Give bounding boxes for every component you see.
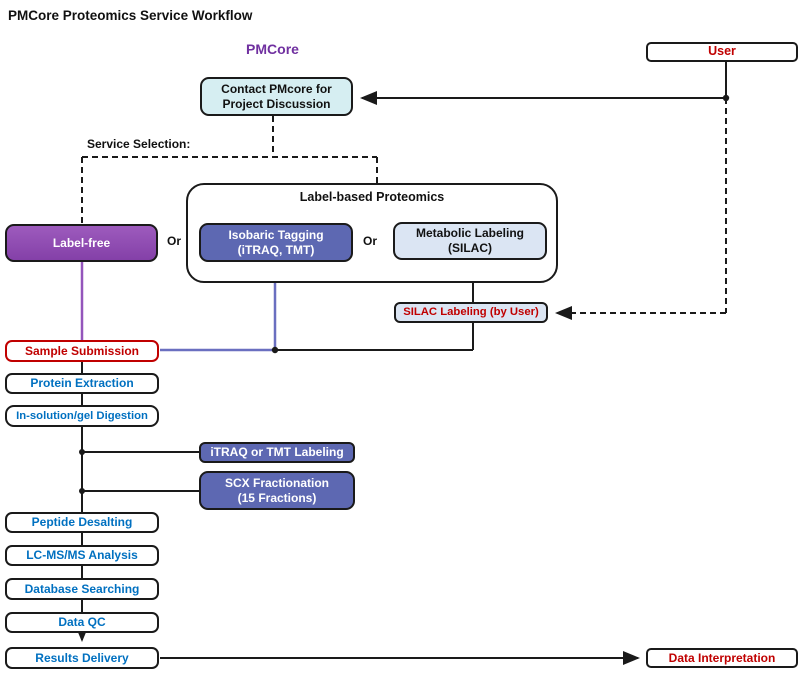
node-data-interpretation-label: Data Interpretation xyxy=(668,650,776,665)
node-metabolic-labeling: Metabolic Labeling (SILAC) xyxy=(393,222,547,260)
node-lcms-analysis: LC-MS/MS Analysis xyxy=(5,545,159,566)
node-results-delivery-label: Results Delivery xyxy=(35,650,129,665)
node-data-qc-label: Data QC xyxy=(58,615,106,629)
node-user: User xyxy=(646,42,798,62)
node-silac-labeling-user: SILAC Labeling (by User) xyxy=(394,302,548,323)
node-database-searching: Database Searching xyxy=(5,578,159,600)
node-database-searching-label: Database Searching xyxy=(24,581,140,596)
junction-scx xyxy=(79,488,85,494)
node-label-free-label: Label-free xyxy=(52,235,111,250)
node-isobaric-tagging-label: Isobaric Tagging (iTRAQ, TMT) xyxy=(228,227,324,257)
node-lcms-analysis-label: LC-MS/MS Analysis xyxy=(26,548,138,562)
node-scx-fractionation-label: SCX Fractionation (15 Fractions) xyxy=(224,475,329,505)
junction-user xyxy=(722,94,730,102)
node-user-label: User xyxy=(708,44,736,59)
node-isobaric-tagging: Isobaric Tagging (iTRAQ, TMT) xyxy=(199,223,353,262)
junction-itraq xyxy=(79,449,85,455)
page-title: PMCore Proteomics Service Workflow xyxy=(8,8,253,23)
node-peptide-desalting: Peptide Desalting xyxy=(5,512,159,533)
node-peptide-desalting-label: Peptide Desalting xyxy=(31,515,133,529)
service-selection-label: Service Selection: xyxy=(87,137,191,151)
node-metabolic-labeling-label: Metabolic Labeling (SILAC) xyxy=(415,226,524,255)
node-sample-submission-label: Sample Submission xyxy=(24,343,140,358)
node-protein-extraction: Protein Extraction xyxy=(5,373,159,394)
node-itraq-tmt-labeling-label: iTRAQ or TMT Labeling xyxy=(210,445,344,459)
node-data-qc: Data QC xyxy=(5,612,159,633)
node-sample-submission: Sample Submission xyxy=(5,340,159,362)
node-itraq-tmt-labeling: iTRAQ or TMT Labeling xyxy=(199,442,355,463)
pmcore-label: PMCore xyxy=(246,41,299,57)
node-protein-extraction-label: Protein Extraction xyxy=(30,376,134,390)
group-label-based-title: Label-based Proteomics xyxy=(299,190,445,204)
junction-sample xyxy=(271,346,279,354)
or-label-left: Or xyxy=(167,234,182,248)
node-contact-pmcore-label: Contact PMcore for Project Discussion xyxy=(221,81,332,111)
node-digestion: In-solution/gel Digestion xyxy=(5,405,159,427)
node-silac-labeling-user-label: SILAC Labeling (by User) xyxy=(403,306,539,319)
node-digestion-label: In-solution/gel Digestion xyxy=(16,409,148,422)
node-scx-fractionation: SCX Fractionation (15 Fractions) xyxy=(199,471,355,510)
node-contact-pmcore: Contact PMcore for Project Discussion xyxy=(200,77,353,116)
node-data-interpretation: Data Interpretation xyxy=(646,648,798,668)
node-results-delivery: Results Delivery xyxy=(5,647,159,669)
node-label-free: Label-free xyxy=(5,224,158,262)
or-label-right: Or xyxy=(363,234,378,248)
